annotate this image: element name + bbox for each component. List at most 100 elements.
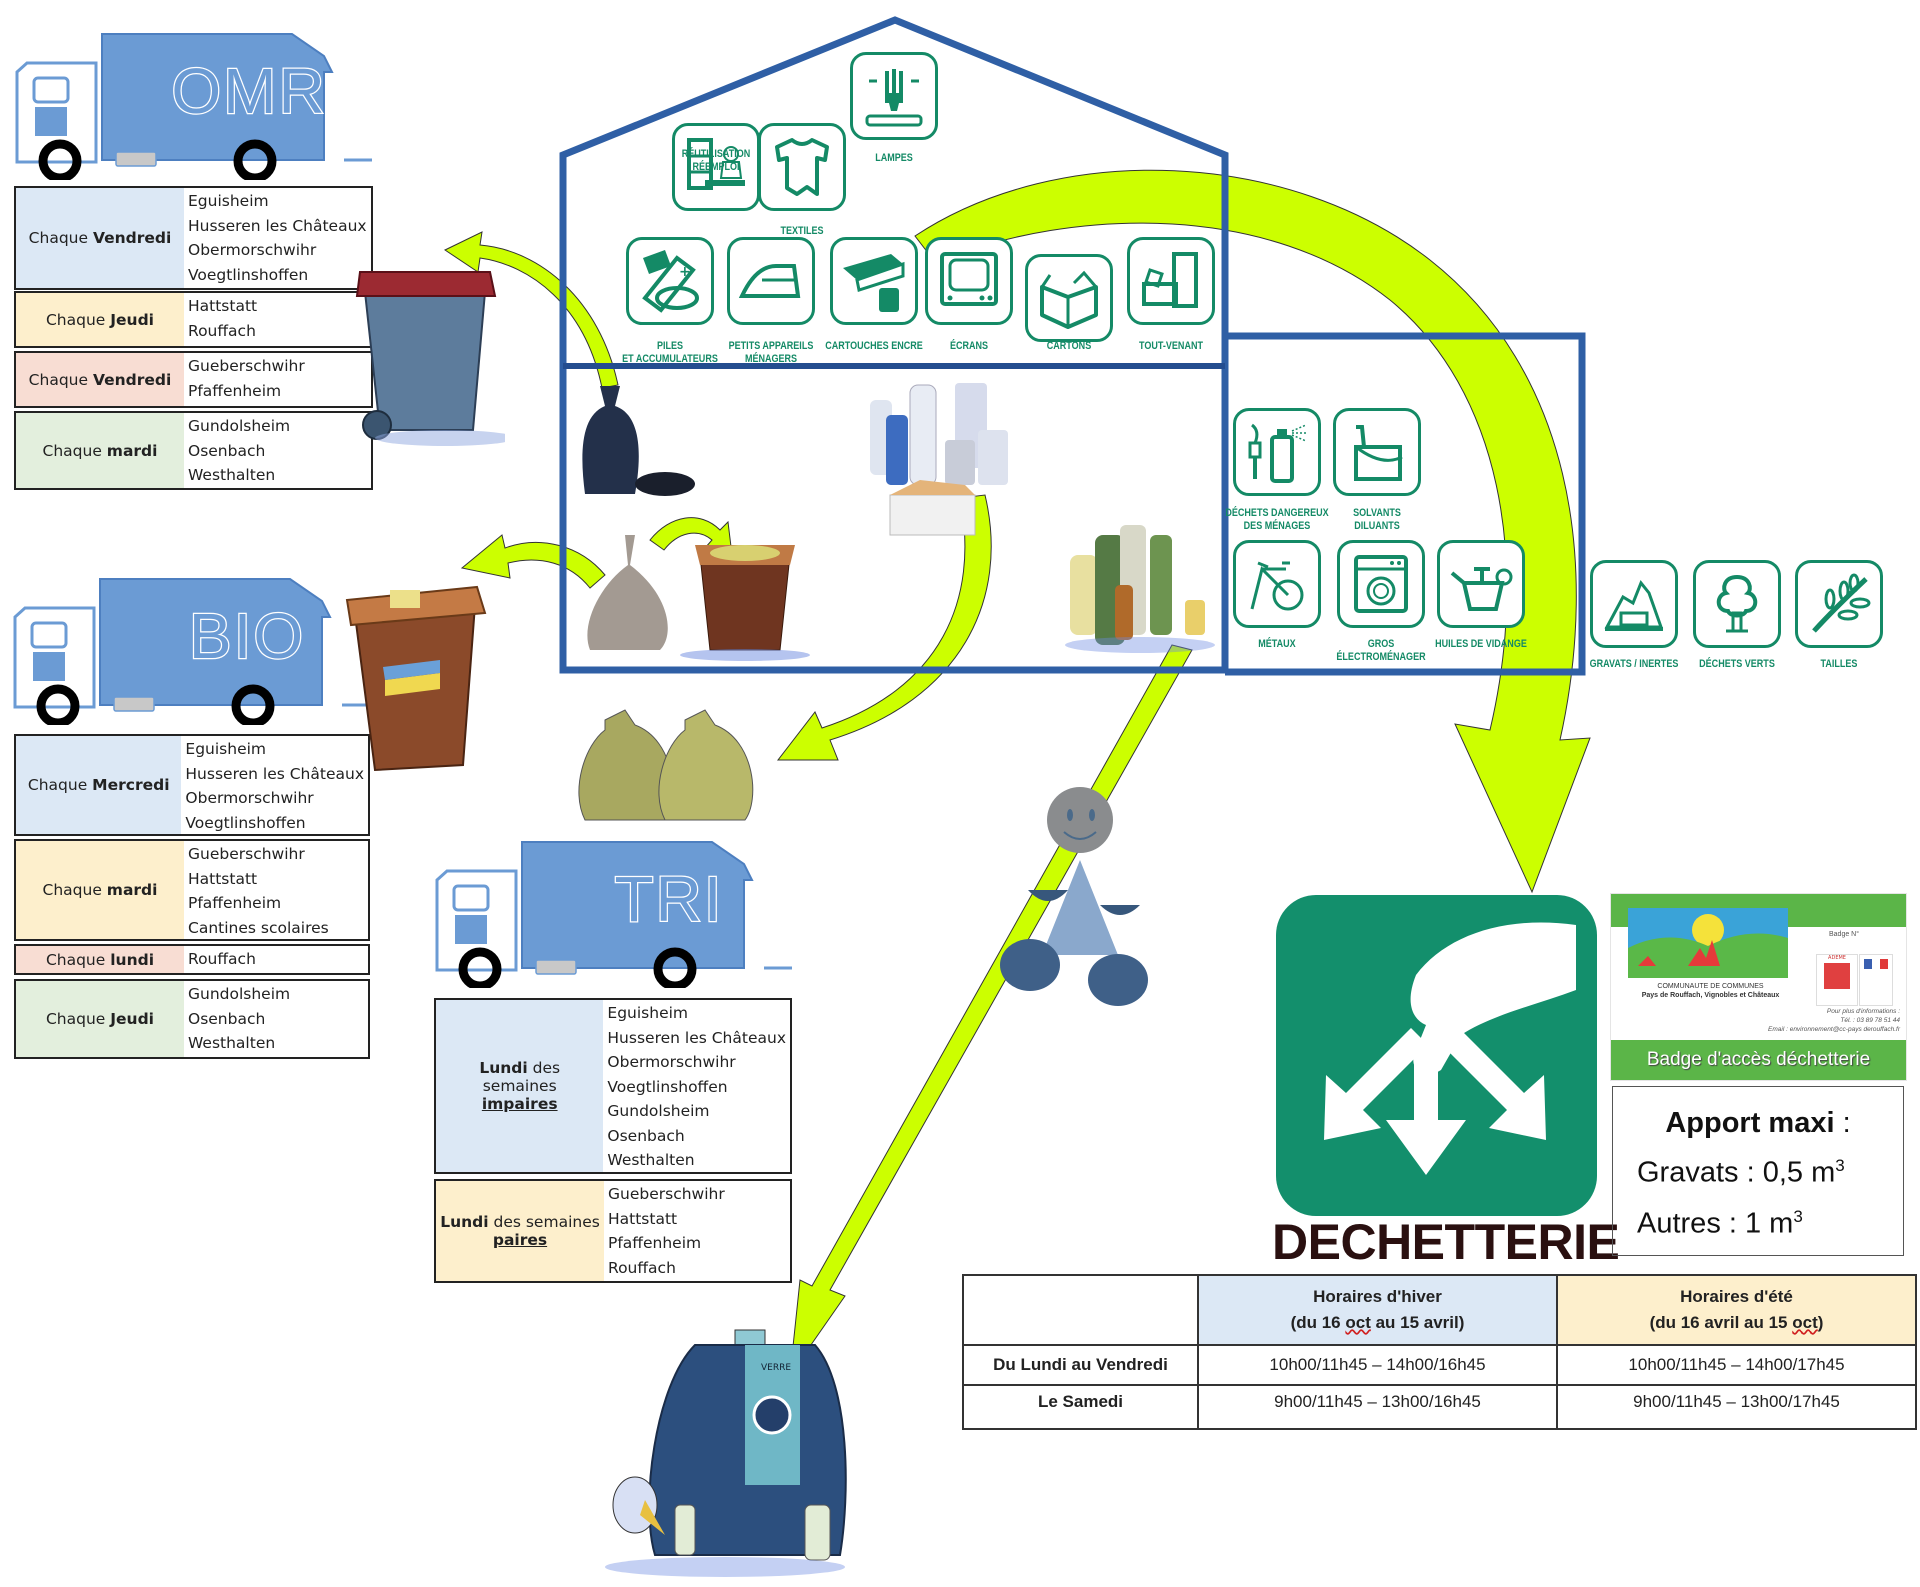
bio-brown-bin-icon xyxy=(345,585,487,772)
cardboard-box-icon xyxy=(1025,254,1113,342)
paint-bucket-icon xyxy=(1333,408,1421,496)
waste-category-label: HUILES DE VIDANGE xyxy=(1435,638,1527,650)
town-name: Westhalten xyxy=(188,466,276,484)
waste-category-label: TEXTILES xyxy=(780,225,824,237)
tshirt-icon xyxy=(758,123,846,211)
paint-spray-icon xyxy=(1233,408,1321,496)
town-name: Eguisheim xyxy=(185,740,267,758)
truck-label: BIO xyxy=(188,599,306,674)
town-name: Gueberschwihr xyxy=(188,845,305,863)
prefecture-logo xyxy=(1859,954,1893,1006)
hours-empty-header xyxy=(962,1274,1199,1346)
hand-arrows-icon xyxy=(1324,922,1576,1175)
bicycle-icon xyxy=(1233,540,1321,628)
hours-row-saturday: Le Samedi 9h00/11h45 – 13h00/16h45 9h00/… xyxy=(962,1384,1917,1430)
truck-label: OMR xyxy=(170,54,327,129)
town-name: Pfaffenheim xyxy=(608,1234,702,1252)
collection-day: Chaque Jeudi xyxy=(16,981,184,1057)
town-name: Obermorschwihr xyxy=(188,241,317,259)
collection-day: Chaque Jeudi xyxy=(16,293,184,346)
town-name: Husseren les Châteaux xyxy=(188,216,367,235)
opening-hours-table: Horaires d'hiver (du 16 oct au 15 avril)… xyxy=(962,1274,1917,1430)
rubble-icon xyxy=(1590,560,1678,648)
badge-title: Badge d'accès déchetterie xyxy=(1611,1040,1906,1080)
glass-bin-label: VERRE xyxy=(761,1363,791,1373)
oil-can-icon xyxy=(1437,540,1525,628)
waste-category-label: GRAVATS / INERTES xyxy=(1589,658,1679,670)
collection-day: Chaque Vendredi xyxy=(16,188,184,288)
washing-machine-icon xyxy=(1337,540,1425,628)
town-name: Husseren les Châteaux xyxy=(185,764,364,783)
ademe-logo-text: ADEME xyxy=(1828,955,1846,961)
badge-org-line2: Pays de Rouffach, Vignobles et Châteaux xyxy=(1641,992,1780,999)
town-name: Gundolsheim xyxy=(188,985,291,1003)
arrow-to-omr-bin xyxy=(443,231,619,389)
town-name: Cantines scolaires xyxy=(188,918,329,937)
town-name: Husseren les Châteaux xyxy=(607,1028,786,1047)
waste-category-label: MÉTAUX xyxy=(1258,638,1296,650)
badge-org-line1: COMMUNAUTE DE COMMUNES xyxy=(1657,983,1764,990)
badge-number-label: Badge N° xyxy=(1829,931,1860,938)
apport-line-gravats: Gravats : 0,5 m3 xyxy=(1637,1156,1845,1189)
recyclables-bottles-paper-icon xyxy=(870,383,1008,536)
apport-title: Apport maxi xyxy=(1665,1107,1835,1139)
apport-colon: : xyxy=(1834,1107,1851,1139)
town-name: Pfaffenheim xyxy=(188,381,282,400)
truck-icon xyxy=(15,33,372,183)
black-trash-bag-icon xyxy=(582,386,695,496)
waste-category-label: TAILLES xyxy=(1820,658,1858,670)
town-name: Obermorschwihr xyxy=(607,1053,736,1071)
badge-info-label: Pour plus d'informations : xyxy=(1826,1008,1900,1015)
tri-truck: TRI xyxy=(434,838,794,991)
house-outline xyxy=(559,16,1229,674)
armchair-icon xyxy=(1127,237,1215,325)
lamp-bulb-icon xyxy=(850,52,938,140)
arrow-to-bio-bin xyxy=(460,534,606,589)
town-name: Osenbach xyxy=(188,441,266,460)
town-list: Rouffach xyxy=(184,946,368,973)
collection-day: Chaque lundi xyxy=(16,946,184,973)
bio-truck: BIO xyxy=(12,575,372,728)
collection-day: Chaque Mercredi xyxy=(16,736,182,834)
hours-summer-header: Horaires d'été (du 16 avril au 15 oct) xyxy=(1556,1274,1917,1346)
truck-icon xyxy=(13,578,370,728)
dechetterie-title: DECHETTERIE xyxy=(1272,1214,1620,1270)
yellow-recycling-bags-icon xyxy=(578,709,754,821)
omr-truck: OMR xyxy=(14,30,374,183)
landscape-logo-icon xyxy=(1628,908,1788,978)
glass-bottles-icon xyxy=(1065,525,1215,653)
town-name: Voegtlinshoffen xyxy=(188,265,309,284)
waste-category-label: CARTOUCHES ENCRE xyxy=(825,340,923,352)
screen-tv-icon xyxy=(925,237,1013,325)
town-name: Rouffach xyxy=(188,321,256,340)
collection-day: Chaque Vendredi xyxy=(16,353,184,406)
max-deposit-box: Apport maxi : Gravats : 0,5 m3 Autres : … xyxy=(1612,1086,1904,1256)
truck-label: TRI xyxy=(613,862,724,937)
collection-day: Chaque mardi xyxy=(16,413,184,488)
glass-recycling-bin-icon: VERRE xyxy=(605,1329,847,1577)
waste-category-label: LAMPES xyxy=(875,152,913,164)
waste-category-label: DÉCHETS VERTS xyxy=(1699,658,1775,670)
town-name: Voegtlinshoffen xyxy=(607,1077,728,1096)
apport-line-autres: Autres : 1 m3 xyxy=(1637,1206,1803,1240)
town-name: Gundolsheim xyxy=(188,417,291,435)
town-name: Hattstatt xyxy=(188,297,258,315)
town-name: Gueberschwihr xyxy=(608,1185,725,1203)
